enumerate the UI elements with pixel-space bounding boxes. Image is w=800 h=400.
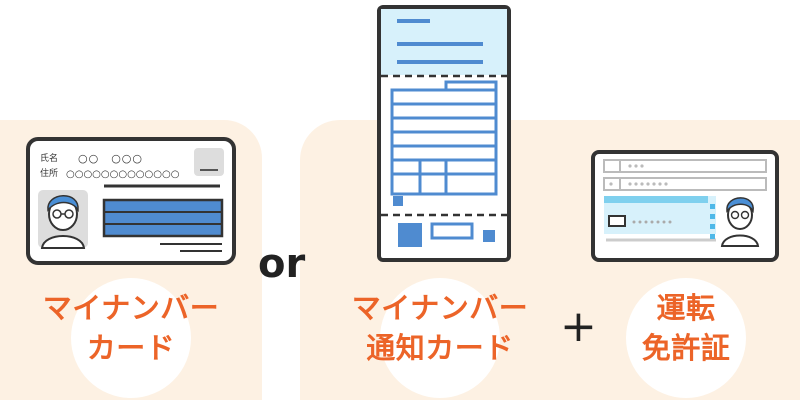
label-bubble-notification [380, 278, 500, 398]
mynumber-card-label-line1: マイナンバー [42, 291, 220, 325]
label-bubble-card [71, 278, 191, 398]
license-portrait-icon [720, 197, 760, 247]
notification-card-label: マイナンバー 通知カード [340, 288, 540, 368]
notification-card-label-line2: 通知カード [366, 331, 514, 365]
drivers-license-label: 運転 免許証 [626, 288, 746, 368]
card-address-value: ○○○○○○○○○○○○○ [66, 169, 179, 180]
card-name-label: 氏名 [40, 152, 58, 163]
notification-card-label-line1: マイナンバー [351, 291, 529, 325]
mynumber-card-label: マイナンバー カード [31, 288, 231, 368]
plus-separator: + [560, 301, 597, 352]
mynumber-card-label-line2: カード [86, 331, 176, 365]
drivers-license-label-line1: 運転 [656, 291, 716, 325]
or-separator: or [258, 241, 306, 287]
card-address-label: 住所 [40, 167, 58, 178]
portrait-icon [38, 190, 88, 249]
card-name-value: ○○ ○○○ [78, 152, 143, 165]
label-bubble-license [626, 278, 746, 398]
drivers-license-label-line2: 免許証 [641, 331, 731, 365]
